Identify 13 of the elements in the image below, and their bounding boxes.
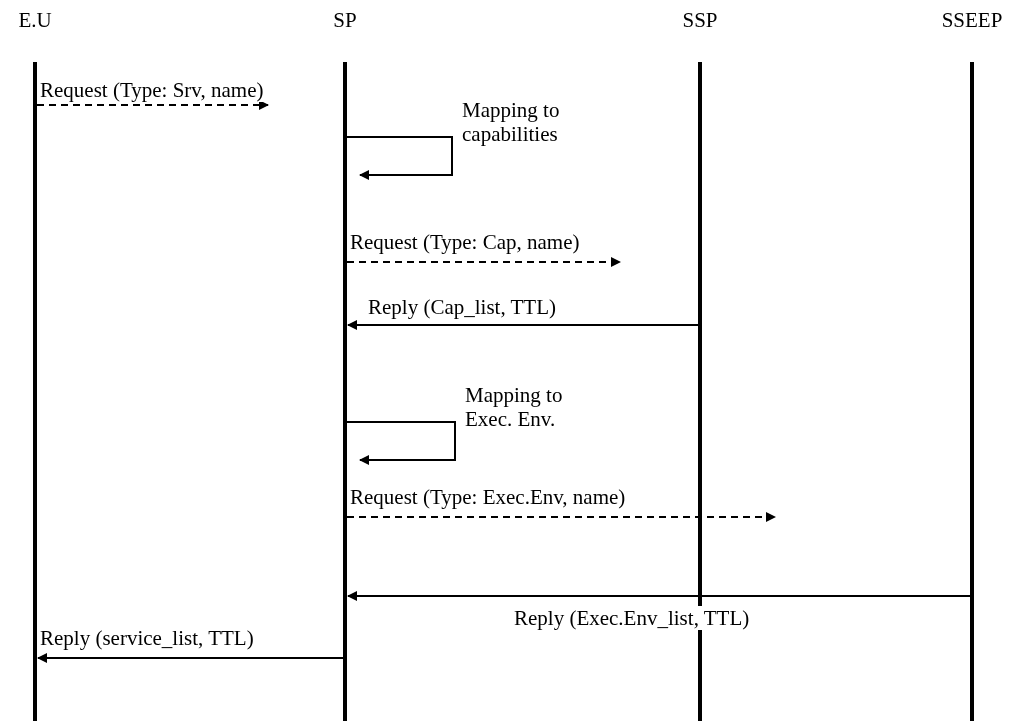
lifeline-header: SP (332, 8, 358, 32)
message-arrow (346, 257, 621, 267)
message-arrow (346, 512, 776, 522)
message-arrow (347, 591, 971, 601)
self-message-arrow (346, 136, 453, 180)
edge-label: Reply (Exec.Env_list, TTL) (512, 606, 752, 630)
message-arrow (36, 100, 269, 110)
lifeline-header: SSEEP (940, 8, 1004, 32)
message-arrow (37, 653, 344, 663)
message-arrow (347, 320, 699, 330)
lifeline-header: E.U (17, 8, 53, 32)
lifeline-header: SSP (681, 8, 719, 32)
self-message-arrow (346, 421, 456, 465)
